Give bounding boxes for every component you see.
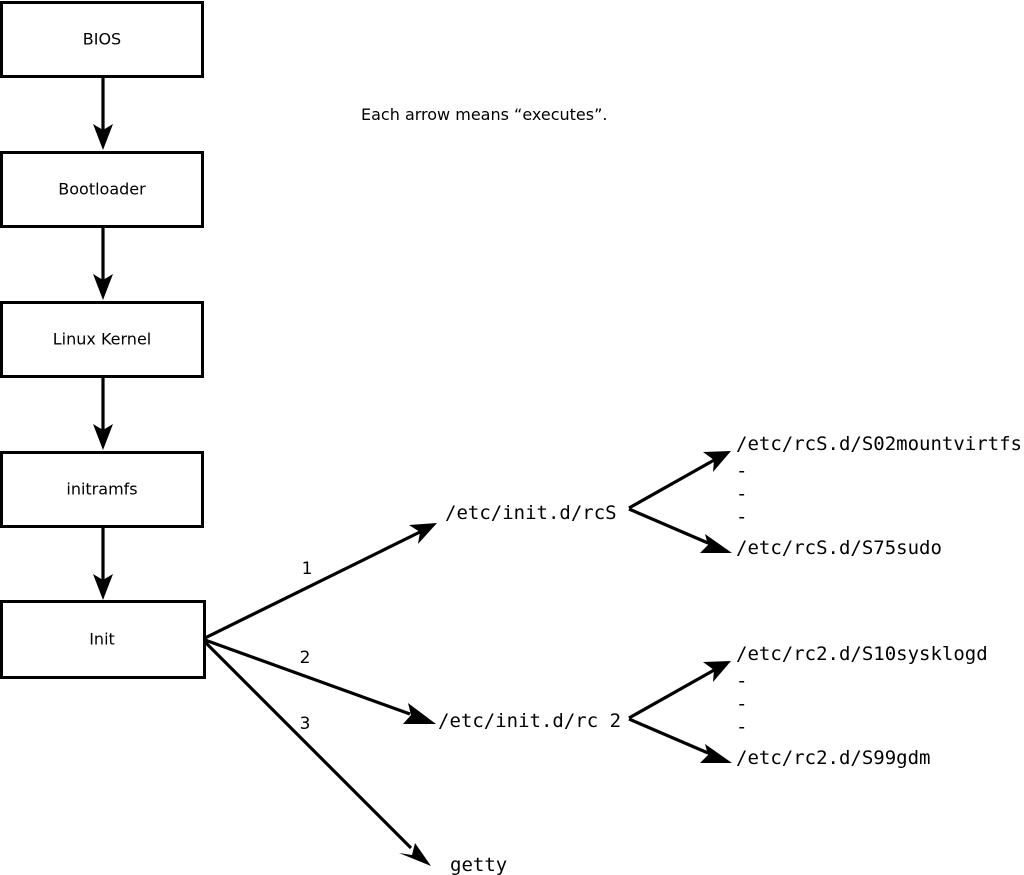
arrow-head-icon — [700, 744, 732, 763]
rc2-first-script-label: /etc/rc2.d/S10sysklogd — [736, 643, 988, 665]
bios-label: BIOS — [83, 30, 121, 49]
target-label-getty: getty — [450, 854, 507, 875]
arrow-head-icon — [93, 274, 113, 300]
arrow-rcs-to-last-script — [628, 507, 732, 553]
arrow-head-icon — [703, 661, 731, 682]
arrow-head-icon — [403, 703, 436, 724]
initramfs-box[interactable] — [0, 451, 204, 528]
linux-kernel-box[interactable] — [0, 301, 204, 378]
arrow-head-icon — [93, 574, 113, 600]
rcs-ellipsis-dash-2: - — [736, 483, 747, 505]
rcs-first-script-label: /etc/rcS.d/S02mountvirtfs — [736, 433, 1022, 455]
arrow-init-branch-2 — [204, 638, 436, 724]
bootloader-label: Bootloader — [58, 180, 146, 199]
init-label: Init — [89, 630, 115, 649]
arrow-rc2-to-first-script — [628, 661, 731, 720]
node-init[interactable]: Init — [0, 600, 206, 679]
arrow-init-branch-1 — [204, 523, 437, 640]
initramfs-label: initramfs — [66, 480, 137, 499]
rcs-ellipsis-dash-1: - — [736, 460, 747, 482]
rc2-ellipsis-dash-3: - — [736, 716, 747, 738]
arrow-init-branch-3 — [203, 640, 431, 866]
node-initramfs[interactable]: initramfs — [0, 451, 204, 528]
node-linux-kernel[interactable]: Linux Kernel — [0, 301, 204, 378]
rcs-ellipsis-dash-3: - — [736, 506, 747, 528]
arrow-kernel-to-initramfs — [93, 377, 113, 450]
node-bootloader[interactable]: Bootloader — [0, 151, 204, 228]
arrow-head-icon — [399, 843, 431, 866]
arrow-bootloader-to-kernel — [93, 227, 113, 300]
linux-kernel-label: Linux Kernel — [53, 330, 151, 349]
branch-number-3: 3 — [300, 714, 311, 734]
target-label-rcs: /etc/init.d/rcS — [445, 502, 617, 524]
rc2-ellipsis-dash-1: - — [736, 670, 747, 692]
arrow-head-icon — [700, 534, 732, 553]
diagram-caption: Each arrow means “executes”. — [361, 105, 607, 124]
rcs-last-script-label: /etc/rcS.d/S75sudo — [736, 537, 942, 559]
target-label-rc2: /etc/init.d/rc 2 — [438, 710, 621, 732]
branch-number-2: 2 — [300, 648, 311, 668]
bootloader-box[interactable] — [0, 151, 204, 228]
arrow-head-icon — [703, 451, 731, 472]
rc2-last-script-label: /etc/rc2.d/S99gdm — [736, 747, 930, 769]
node-bios[interactable]: BIOS — [0, 1, 204, 78]
init-box[interactable] — [0, 600, 206, 679]
arrow-rcs-to-first-script — [628, 451, 731, 510]
arrow-head-icon — [93, 124, 113, 150]
branch-number-1: 1 — [302, 559, 313, 579]
rc2-ellipsis-dash-2: - — [736, 693, 747, 715]
arrow-head-icon — [93, 424, 113, 450]
arrow-head-icon — [409, 523, 437, 544]
arrow-initramfs-to-init — [93, 527, 113, 600]
arrow-bios-to-bootloader — [93, 77, 113, 150]
arrow-rc2-to-last-script — [628, 717, 732, 763]
bios-box[interactable] — [0, 1, 204, 78]
